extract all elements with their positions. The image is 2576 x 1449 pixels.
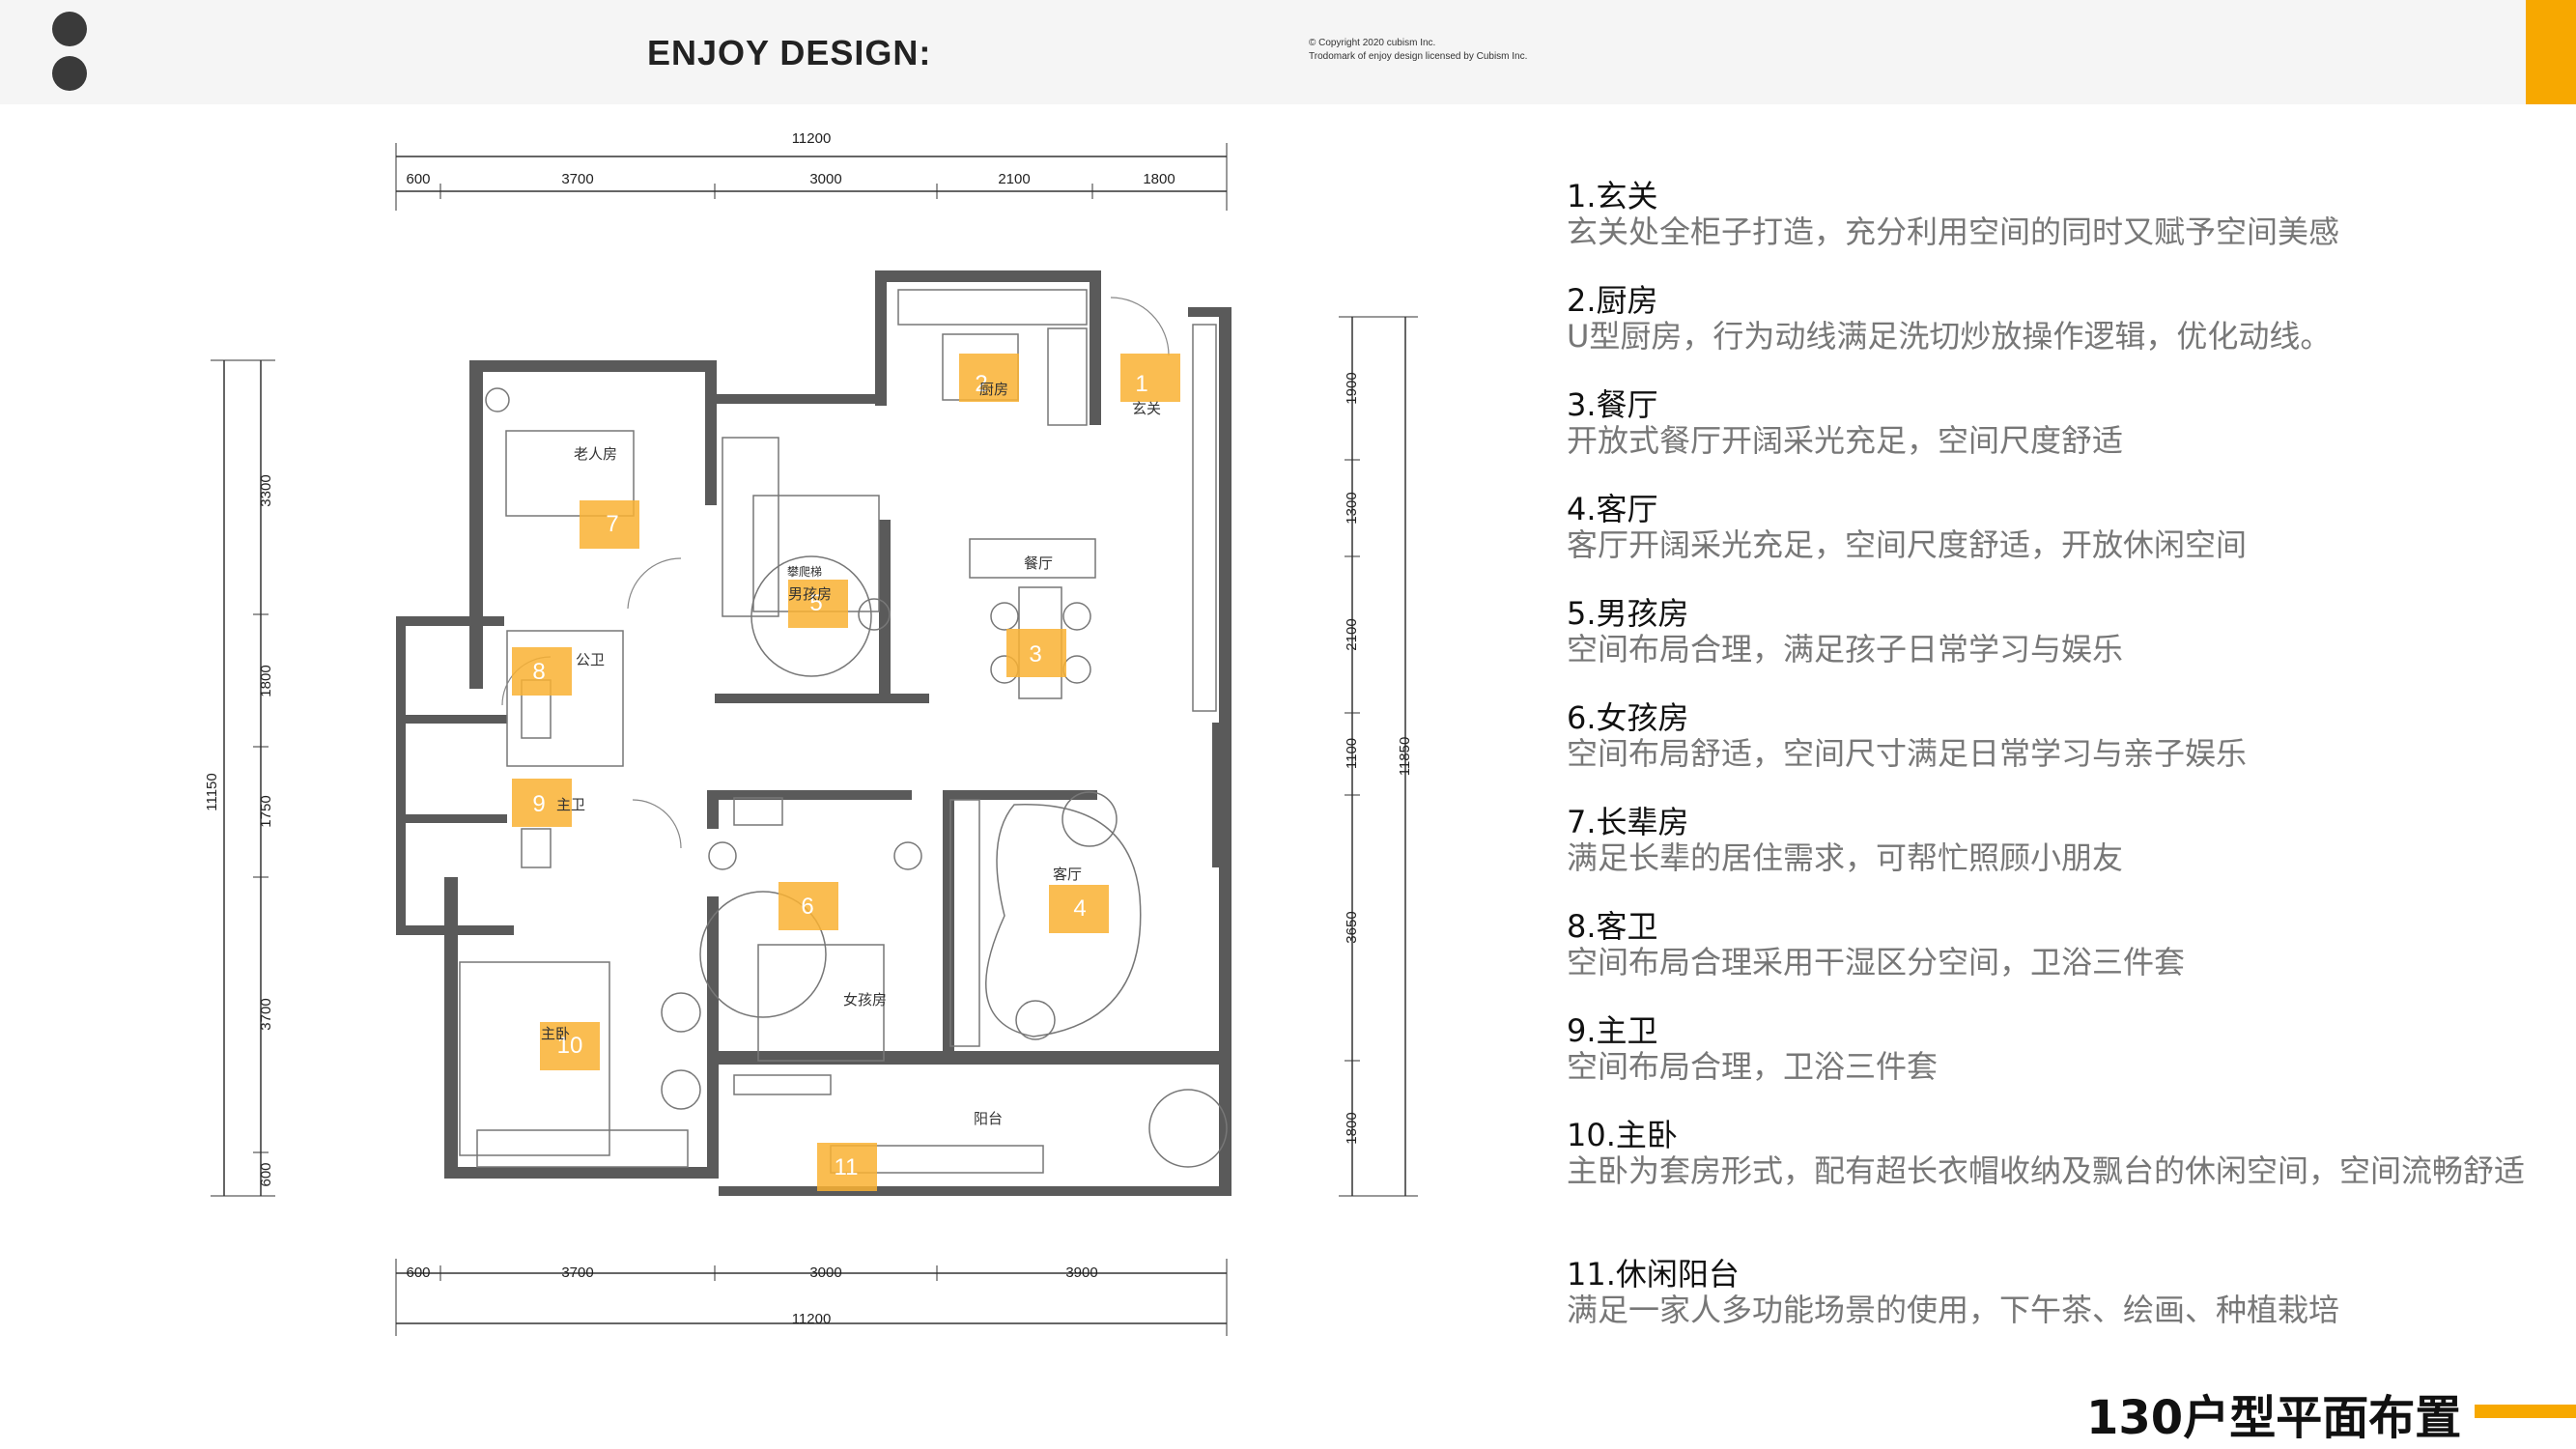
legend-item: 3.餐厅 开放式餐厅开阔采光充足，空间尺度舒适 xyxy=(1567,386,2124,459)
dim-top-seg: 1800 xyxy=(1143,171,1175,187)
room-label: 玄关 xyxy=(1132,401,1161,417)
dimension-lines xyxy=(211,143,1418,1336)
title-accent-bar xyxy=(2475,1405,2576,1418)
room-label: 男孩房 xyxy=(788,586,832,603)
dim-bottom-seg: 3700 xyxy=(561,1264,593,1281)
dim-right-seg: 1900 xyxy=(1344,372,1360,404)
room-labels: 玄关 厨房 餐厅 客厅 男孩房 女孩房 老人房 公卫 主卫 主卧 阳台 攀爬梯 xyxy=(541,382,1161,1127)
dim-top-seg: 3700 xyxy=(561,171,593,187)
fixtures xyxy=(459,289,1228,1174)
room-marker xyxy=(540,1022,600,1070)
dim-top-total: 11200 xyxy=(792,130,832,147)
legend-item: 7.长辈房 满足长辈的居住需求，可帮忙照顾小朋友 xyxy=(1567,804,2124,876)
dim-top-seg: 600 xyxy=(406,171,430,187)
menu-dot-icon[interactable] xyxy=(52,12,87,46)
room-number: 5 xyxy=(809,590,822,616)
room-number: 3 xyxy=(1029,641,1041,668)
dim-right-seg: 1300 xyxy=(1344,492,1360,524)
dim-left-seg: 3300 xyxy=(258,474,274,506)
room-marker xyxy=(580,500,639,549)
legend-item: 8.客卫 空间布局合理采用干湿区分空间，卫浴三件套 xyxy=(1567,908,2186,980)
room-number: 2 xyxy=(975,371,987,397)
room-label: 女孩房 xyxy=(843,991,887,1009)
room-label: 厨房 xyxy=(979,382,1008,398)
dim-bottom-seg: 600 xyxy=(406,1264,430,1281)
page-title: 130户型平面布置 xyxy=(2086,1391,2462,1445)
room-label: 餐厅 xyxy=(1024,555,1053,572)
legend-item: 10.主卧 主卧为套房形式，配有超长衣帽收纳及飘台的休闲空间，空间流畅舒适 xyxy=(1567,1117,2526,1189)
room-number: 4 xyxy=(1073,895,1086,922)
room-markers xyxy=(512,354,1180,1191)
room-label: 主卧 xyxy=(541,1026,570,1042)
room-label: 阳台 xyxy=(974,1111,1003,1127)
legend-item: 5.男孩房 空间布局合理，满足孩子日常学习与娱乐 xyxy=(1567,595,2124,668)
dim-left-seg: 1800 xyxy=(258,665,274,696)
room-number: 8 xyxy=(532,659,545,685)
brand-logo: ENJOY DESIGN: xyxy=(647,33,932,72)
room-label: 公卫 xyxy=(576,652,605,668)
dim-top-seg: 3000 xyxy=(809,171,841,187)
dim-left-seg: 1750 xyxy=(258,795,274,827)
dimension-labels: 11200 600 3700 3000 2100 1800 600 3700 3… xyxy=(204,130,1413,1327)
dim-bottom-seg: 3000 xyxy=(809,1264,841,1281)
room-label: 客厅 xyxy=(1053,867,1082,883)
accent-bar xyxy=(2526,0,2576,104)
room-marker xyxy=(512,779,572,827)
desk-label: 攀爬梯 xyxy=(787,565,822,579)
room-label: 主卫 xyxy=(556,797,585,813)
dim-bottom-seg: 3900 xyxy=(1065,1264,1097,1281)
room-marker xyxy=(788,580,848,628)
room-number: 7 xyxy=(606,511,618,537)
room-number: 11 xyxy=(835,1154,859,1180)
room-legend: 1.玄关 玄关处全柜子打造，充分利用空间的同时又赋予空间美感 2.厨房 U型厨房… xyxy=(1567,178,2542,1360)
copyright-notice: © Copyright 2020 cubism Inc. Trodomark o… xyxy=(1309,38,1528,62)
dim-right-seg: 3650 xyxy=(1344,911,1360,943)
legend-item: 4.客厅 客厅开阔采光充足，空间尺度舒适，开放休闲空间 xyxy=(1567,491,2248,563)
room-number: 6 xyxy=(801,894,813,920)
floor-plan: 11200 600 3700 3000 2100 1800 600 3700 3… xyxy=(204,130,1418,1336)
room-marker xyxy=(1120,354,1180,402)
dim-left-total: 11150 xyxy=(204,773,220,811)
legend-item: 11.休闲阳台 满足一家人多功能场景的使用，下午茶、绘画、种植栽培 xyxy=(1567,1256,2340,1328)
room-number: 1 xyxy=(1135,371,1147,397)
room-marker xyxy=(959,354,1019,402)
menu-dot-icon[interactable] xyxy=(52,56,87,91)
legend-item: 9.主卫 空间布局合理，卫浴三件套 xyxy=(1567,1012,1939,1085)
legend-item: 1.玄关 玄关处全柜子打造，充分利用空间的同时又赋予空间美感 xyxy=(1567,178,2340,250)
room-marker xyxy=(1049,885,1109,933)
dim-left-seg: 600 xyxy=(258,1162,274,1186)
page-header: ENJOY DESIGN: © Copyright 2020 cubism In… xyxy=(0,0,2576,104)
room-marker xyxy=(1006,629,1066,677)
room-number: 9 xyxy=(532,791,545,817)
legend-item: 6.女孩房 空间布局舒适，空间尺寸满足日常学习与亲子娱乐 xyxy=(1567,699,2248,772)
dim-right-seg: 1100 xyxy=(1344,738,1360,769)
room-marker xyxy=(512,647,572,696)
room-marker xyxy=(817,1143,877,1191)
dim-bottom-total: 11200 xyxy=(792,1311,832,1327)
room-numbers: 1 2 3 4 5 6 7 8 9 10 11 xyxy=(532,371,1147,1180)
dim-right-total: 11850 xyxy=(1397,737,1413,777)
legend-item: 2.厨房 U型厨房，行为动线满足洗切炒放操作逻辑，优化动线。 xyxy=(1567,282,2332,355)
dim-right-seg: 2100 xyxy=(1344,618,1360,650)
room-number: 10 xyxy=(557,1033,583,1059)
room-label: 老人房 xyxy=(574,446,617,463)
dim-right-seg: 1800 xyxy=(1344,1112,1360,1144)
dim-top-seg: 2100 xyxy=(998,171,1030,187)
dim-left-seg: 3700 xyxy=(258,998,274,1030)
room-marker xyxy=(778,882,838,930)
